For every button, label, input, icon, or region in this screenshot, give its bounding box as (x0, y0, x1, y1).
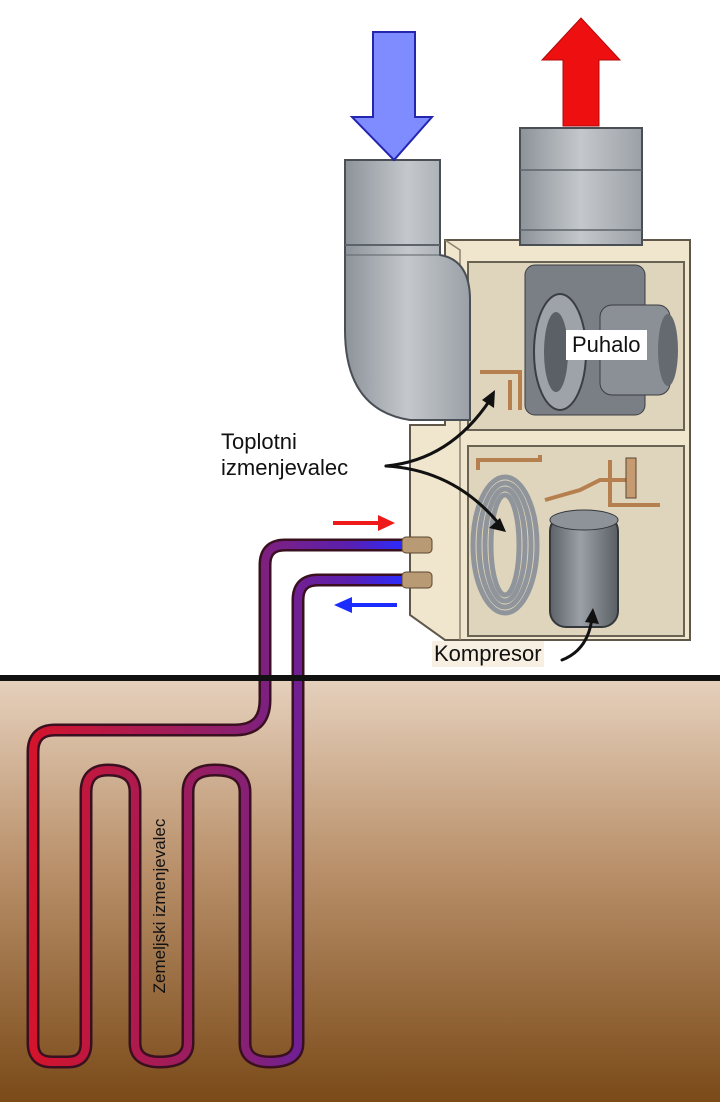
exhaust-duct (519, 127, 643, 246)
flow-in-arrow (333, 515, 395, 531)
heat-exchanger-label-line2: izmenjevalec (221, 455, 349, 480)
ground-loop-pipe (26, 538, 412, 1069)
heat-exchanger-label: Toplotni izmenjevalec (221, 429, 348, 481)
compressor-label: Kompresor (432, 641, 544, 667)
pointer-heads (482, 390, 599, 624)
intake-duct (344, 159, 471, 421)
flow-out-arrow (334, 597, 397, 613)
air-exhaust-arrow (540, 17, 622, 127)
heat-exchanger-label-line1: Toplotni (221, 429, 297, 454)
coil-heat-exchanger (470, 455, 542, 616)
pointer-arrows (384, 398, 594, 662)
compressor-unit (544, 457, 660, 628)
air-intake-arrow (349, 31, 435, 162)
ground-line (0, 675, 720, 681)
ground-exchanger-label: Zemeljski izmenjevalec (150, 818, 169, 994)
soil-layer (0, 678, 720, 1102)
fan-label: Puhalo (566, 330, 647, 360)
